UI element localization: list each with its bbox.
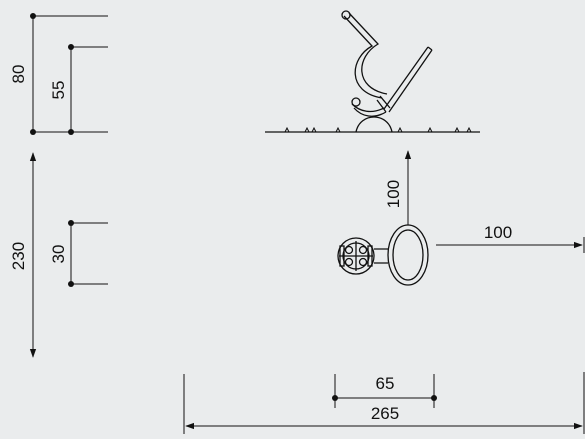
bolt (358, 257, 368, 267)
spring-base-dome (355, 116, 393, 133)
length-dimension-group: 65 265 (183, 372, 585, 434)
bolt (358, 245, 368, 255)
depth-dimension-group: 230 30 (9, 152, 108, 358)
side-elevation-view (265, 10, 480, 133)
foot-peg-left (339, 245, 345, 267)
dimension-dot (68, 281, 74, 287)
dimension-dot (332, 395, 338, 401)
safety-zone-length-label: 265 (371, 404, 399, 423)
seat-height-label: 55 (49, 81, 68, 100)
seat-cross (339, 241, 373, 271)
dimension-dot (431, 395, 437, 401)
bolt (344, 245, 354, 255)
neck-joint (376, 95, 391, 113)
seat-plan-circle (337, 237, 375, 275)
handle-end-cap (341, 10, 351, 20)
dimension-dot (68, 129, 74, 135)
side-clearance-label: 100 (484, 223, 512, 242)
back-rail-left (383, 46, 429, 110)
plan-view: 100 100 (337, 150, 585, 286)
back-rail-cap (427, 46, 433, 51)
handle-curve-inner (348, 12, 388, 95)
overall-height-label: 80 (9, 65, 28, 84)
foot-peg-right (367, 245, 373, 267)
dimension-dot (30, 13, 36, 19)
handle-oval-outer (387, 224, 429, 286)
dimension-dot (68, 44, 74, 50)
dimension-dot (30, 129, 36, 135)
seat-body-lower (353, 107, 387, 117)
item-length-label: 65 (376, 374, 395, 393)
seat-knob (351, 97, 361, 107)
safety-zone-depth-label: 230 (9, 242, 28, 270)
bolt (344, 257, 354, 267)
back-rail-right (388, 49, 433, 113)
height-dimension-group: 80 55 (9, 13, 108, 135)
forward-clearance-label: 100 (384, 180, 403, 208)
ground-ticks (284, 126, 472, 133)
handle-curve-outer (343, 15, 383, 99)
seat-width-label: 30 (49, 245, 68, 264)
dimension-dot (68, 220, 74, 226)
connector-bars (374, 248, 388, 264)
handle-oval-inner (392, 229, 424, 281)
